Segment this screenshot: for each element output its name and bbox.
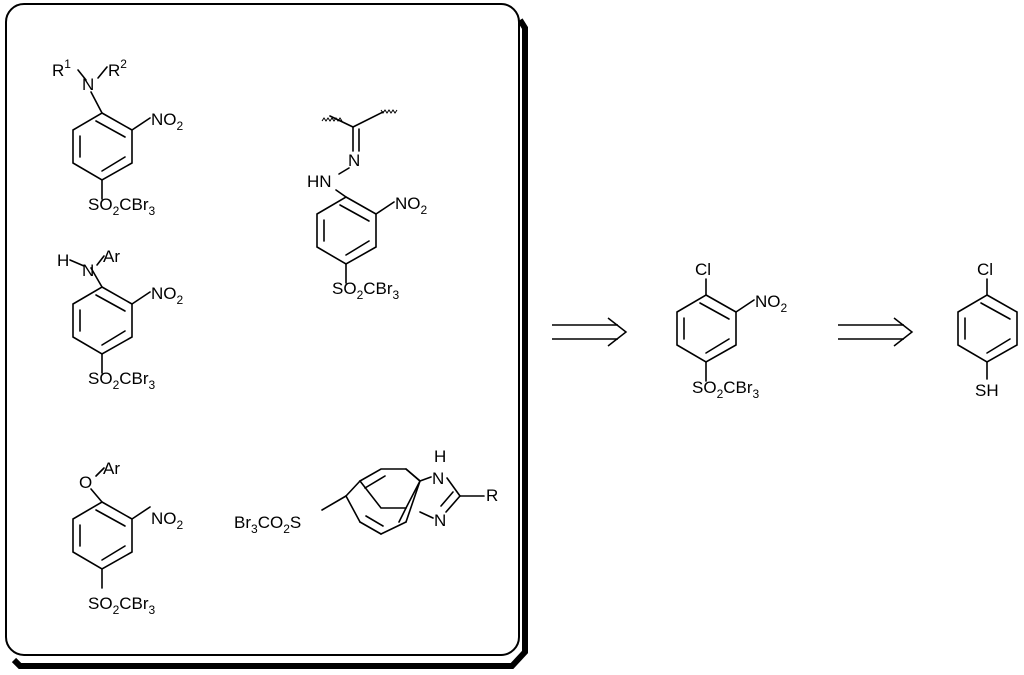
sulfonyl-label: SO2CBr3 [332, 279, 400, 302]
cl-label: Cl [695, 260, 711, 279]
r2-label: R2 [108, 57, 127, 80]
n-label: N [434, 511, 446, 530]
sh-label: SH [975, 381, 999, 400]
sulfonyl-label: SO2CBr3 [692, 378, 760, 401]
sulfonyl-label: SO2CBr3 [88, 594, 156, 617]
panel-shadow [11, 18, 528, 669]
n-label: N [348, 151, 360, 170]
nitro-label: NO2 [151, 110, 184, 133]
molecule-aryloxy-nitroarene: O Ar NO2 SO2CBr3 [72, 459, 184, 617]
n-label: N [82, 261, 94, 280]
n-label: N [432, 469, 444, 488]
molecule-chloro-nitroarene: Cl NO2 SO2CBr3 [676, 260, 788, 401]
h-label: H [434, 447, 446, 466]
substrate-panel [5, 3, 520, 656]
ar-label: Ar [103, 459, 120, 478]
retrosynthetic-arrow [838, 317, 914, 347]
ar-label: Ar [103, 247, 120, 266]
molecule-chlorothiophenol: Cl SH [957, 260, 1018, 400]
nitro-label: NO2 [151, 284, 184, 307]
molecule-dialkylamino-nitroarene: R1 N R2 NO2 SO2CBr3 [52, 57, 184, 218]
sulfonyl-label: SO2CBr3 [88, 369, 156, 392]
hn-label: HN [307, 172, 332, 191]
sulfonyl-reverse-label: Br3CO2S [234, 513, 301, 536]
nitro-label: NO2 [395, 194, 428, 217]
retrosynthetic-arrow [552, 317, 628, 347]
molecule-arylamino-nitroarene: H N Ar NO2 SO2CBr3 [57, 247, 184, 392]
nitro-label: NO2 [755, 292, 788, 315]
cl-label: Cl [977, 260, 993, 279]
r-label: R [486, 486, 498, 505]
r1-label: R1 [52, 57, 71, 80]
molecule-hydrazone-nitroarene: N HN NO2 SO2CBr3 [307, 109, 428, 302]
n-label: N [82, 75, 94, 94]
sulfonyl-label: SO2CBr3 [88, 195, 156, 218]
molecule-benzimidazole: H N N R Br3CO2S [234, 447, 498, 536]
h-label: H [57, 251, 69, 270]
nitro-label: NO2 [151, 509, 184, 532]
o-label: O [79, 473, 92, 492]
